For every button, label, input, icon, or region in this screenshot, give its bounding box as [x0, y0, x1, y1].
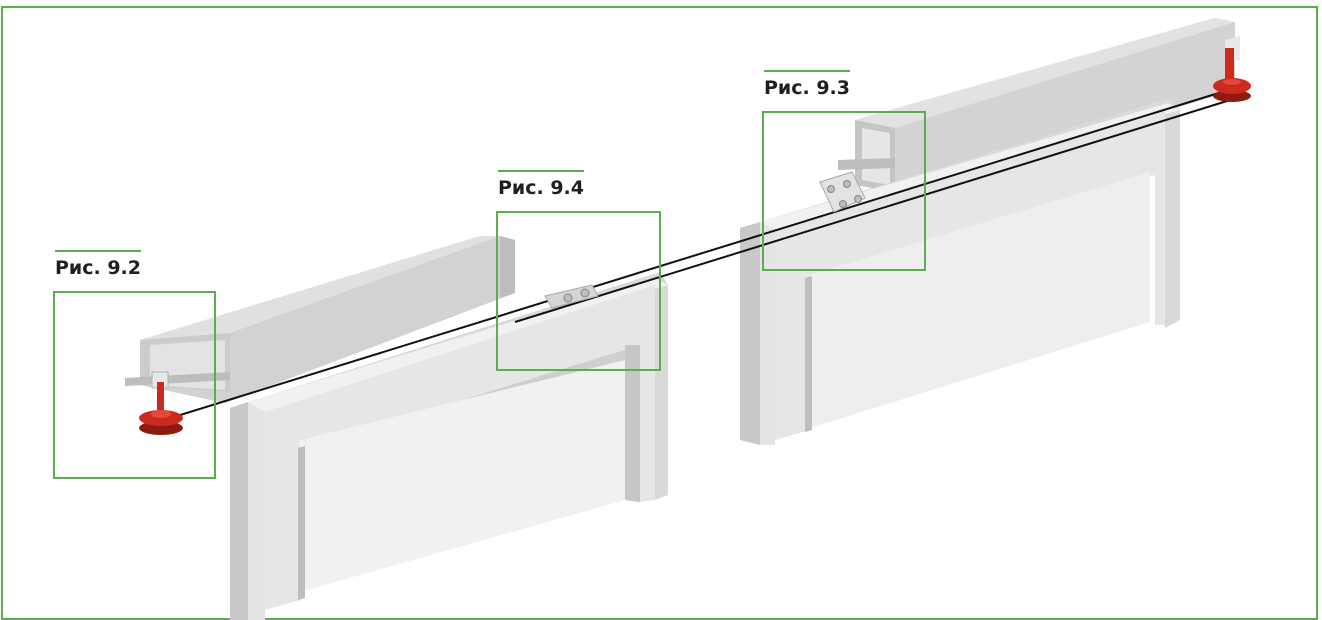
callout-label-9-2: Рис. 9.2	[55, 250, 141, 279]
callout-label-9-4: Рис. 9.4	[498, 170, 584, 199]
callout-box-9-2	[53, 291, 216, 479]
left-door-panel	[230, 272, 668, 620]
right-rail	[838, 18, 1240, 192]
callout-box-9-4	[496, 211, 661, 371]
callout-label-text: Рис. 9.2	[55, 257, 141, 279]
callout-box-9-3	[762, 111, 926, 271]
cable	[147, 90, 1241, 426]
outer-frame	[1, 6, 1318, 620]
callout-label-text: Рис. 9.3	[764, 77, 850, 99]
label-bar	[764, 70, 850, 72]
callout-label-9-3: Рис. 9.3	[764, 70, 850, 99]
label-bar	[55, 250, 141, 252]
right-pulley	[1213, 48, 1251, 102]
label-bar	[498, 170, 584, 172]
middle-cable-clamp	[544, 284, 599, 309]
left-pulley	[139, 371, 183, 435]
callout-label-text: Рис. 9.4	[498, 177, 584, 199]
right-cable-bracket	[819, 171, 866, 213]
